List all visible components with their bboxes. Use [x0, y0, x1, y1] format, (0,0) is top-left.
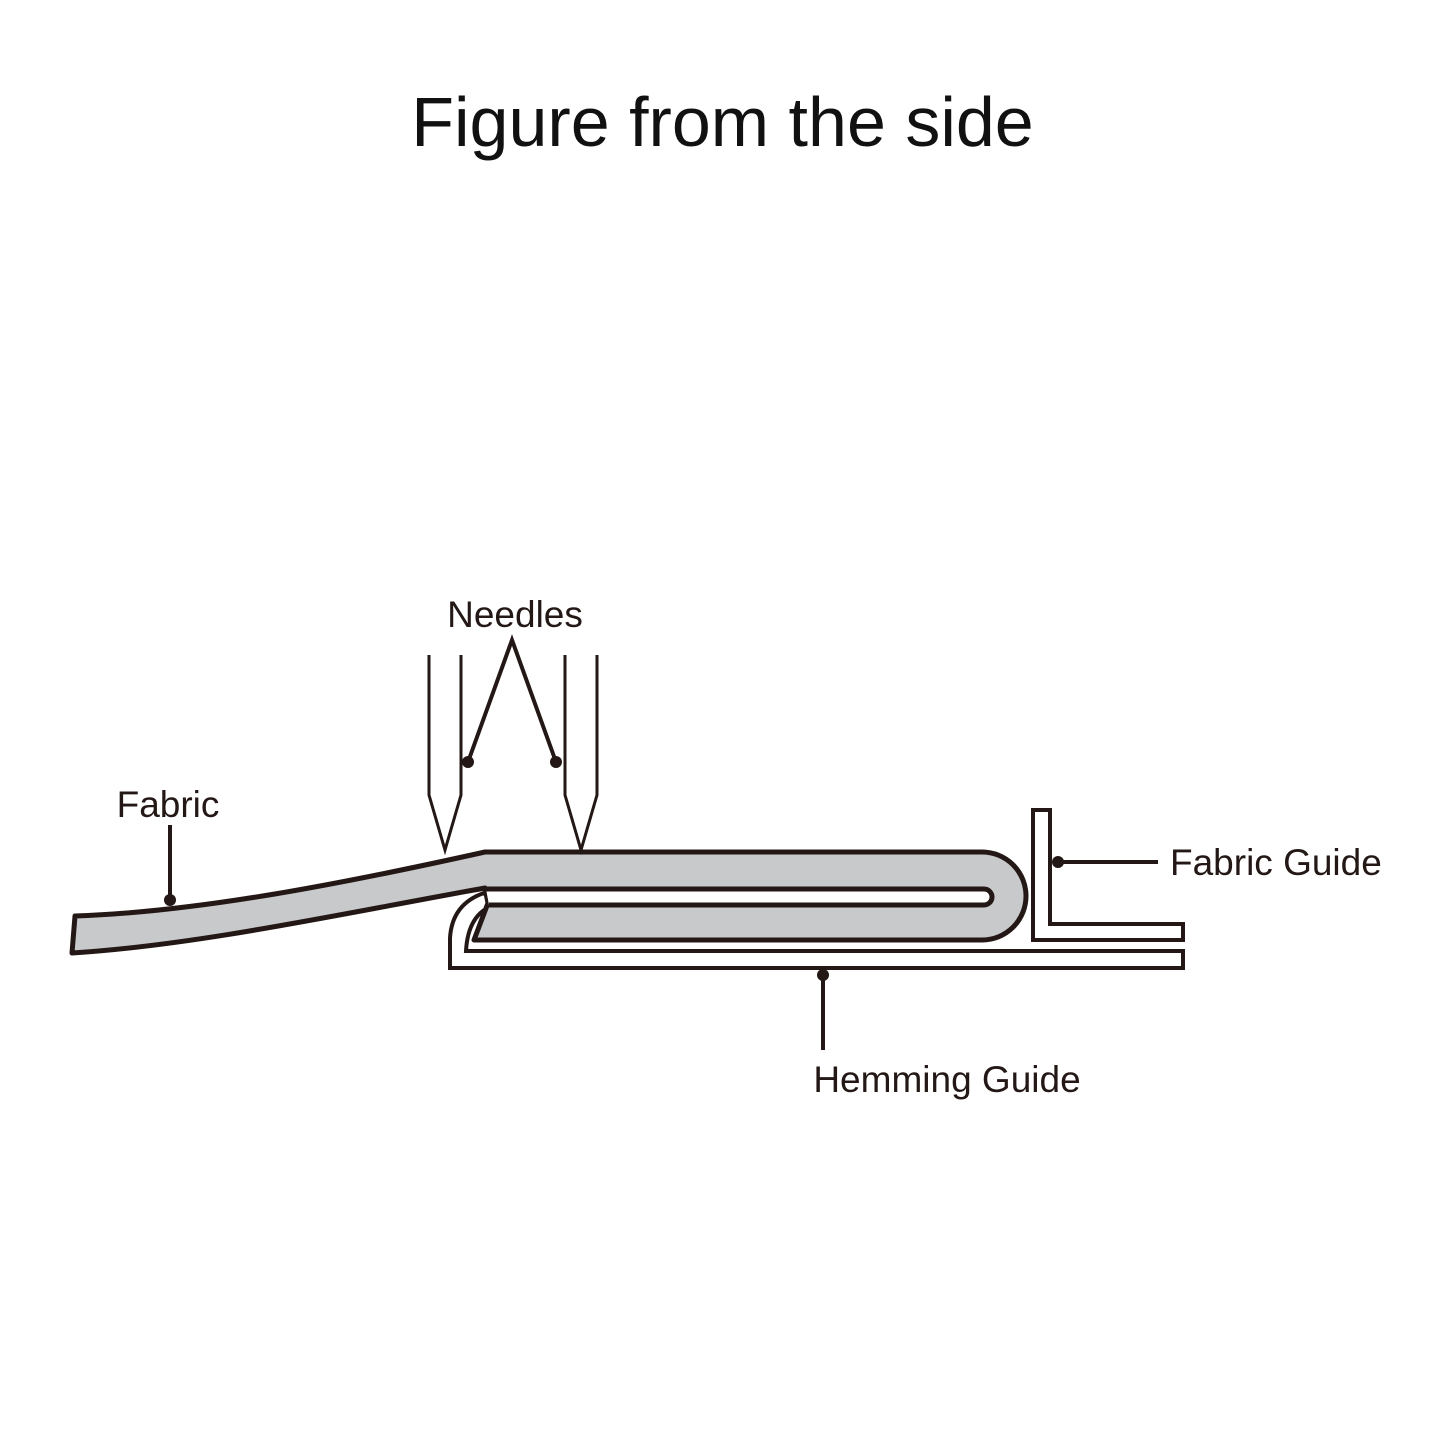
needles-leader	[466, 634, 558, 763]
leader-dot	[164, 894, 176, 906]
leader-dot	[462, 756, 474, 768]
label-hemming-guide: Hemming Guide	[813, 1059, 1080, 1100]
label-fabric: Fabric	[117, 784, 220, 825]
needle-left	[427, 655, 463, 856]
leader-dot	[1052, 856, 1064, 868]
fabric-fold-slit	[486, 886, 995, 908]
leader-dot	[550, 756, 562, 768]
figure-title: Figure from the side	[411, 83, 1034, 161]
fabric-guide	[1031, 808, 1185, 942]
label-needles: Needles	[447, 594, 583, 635]
needle-right	[563, 655, 599, 856]
label-fabric-guide: Fabric Guide	[1170, 842, 1382, 883]
leader-dot	[817, 969, 829, 981]
